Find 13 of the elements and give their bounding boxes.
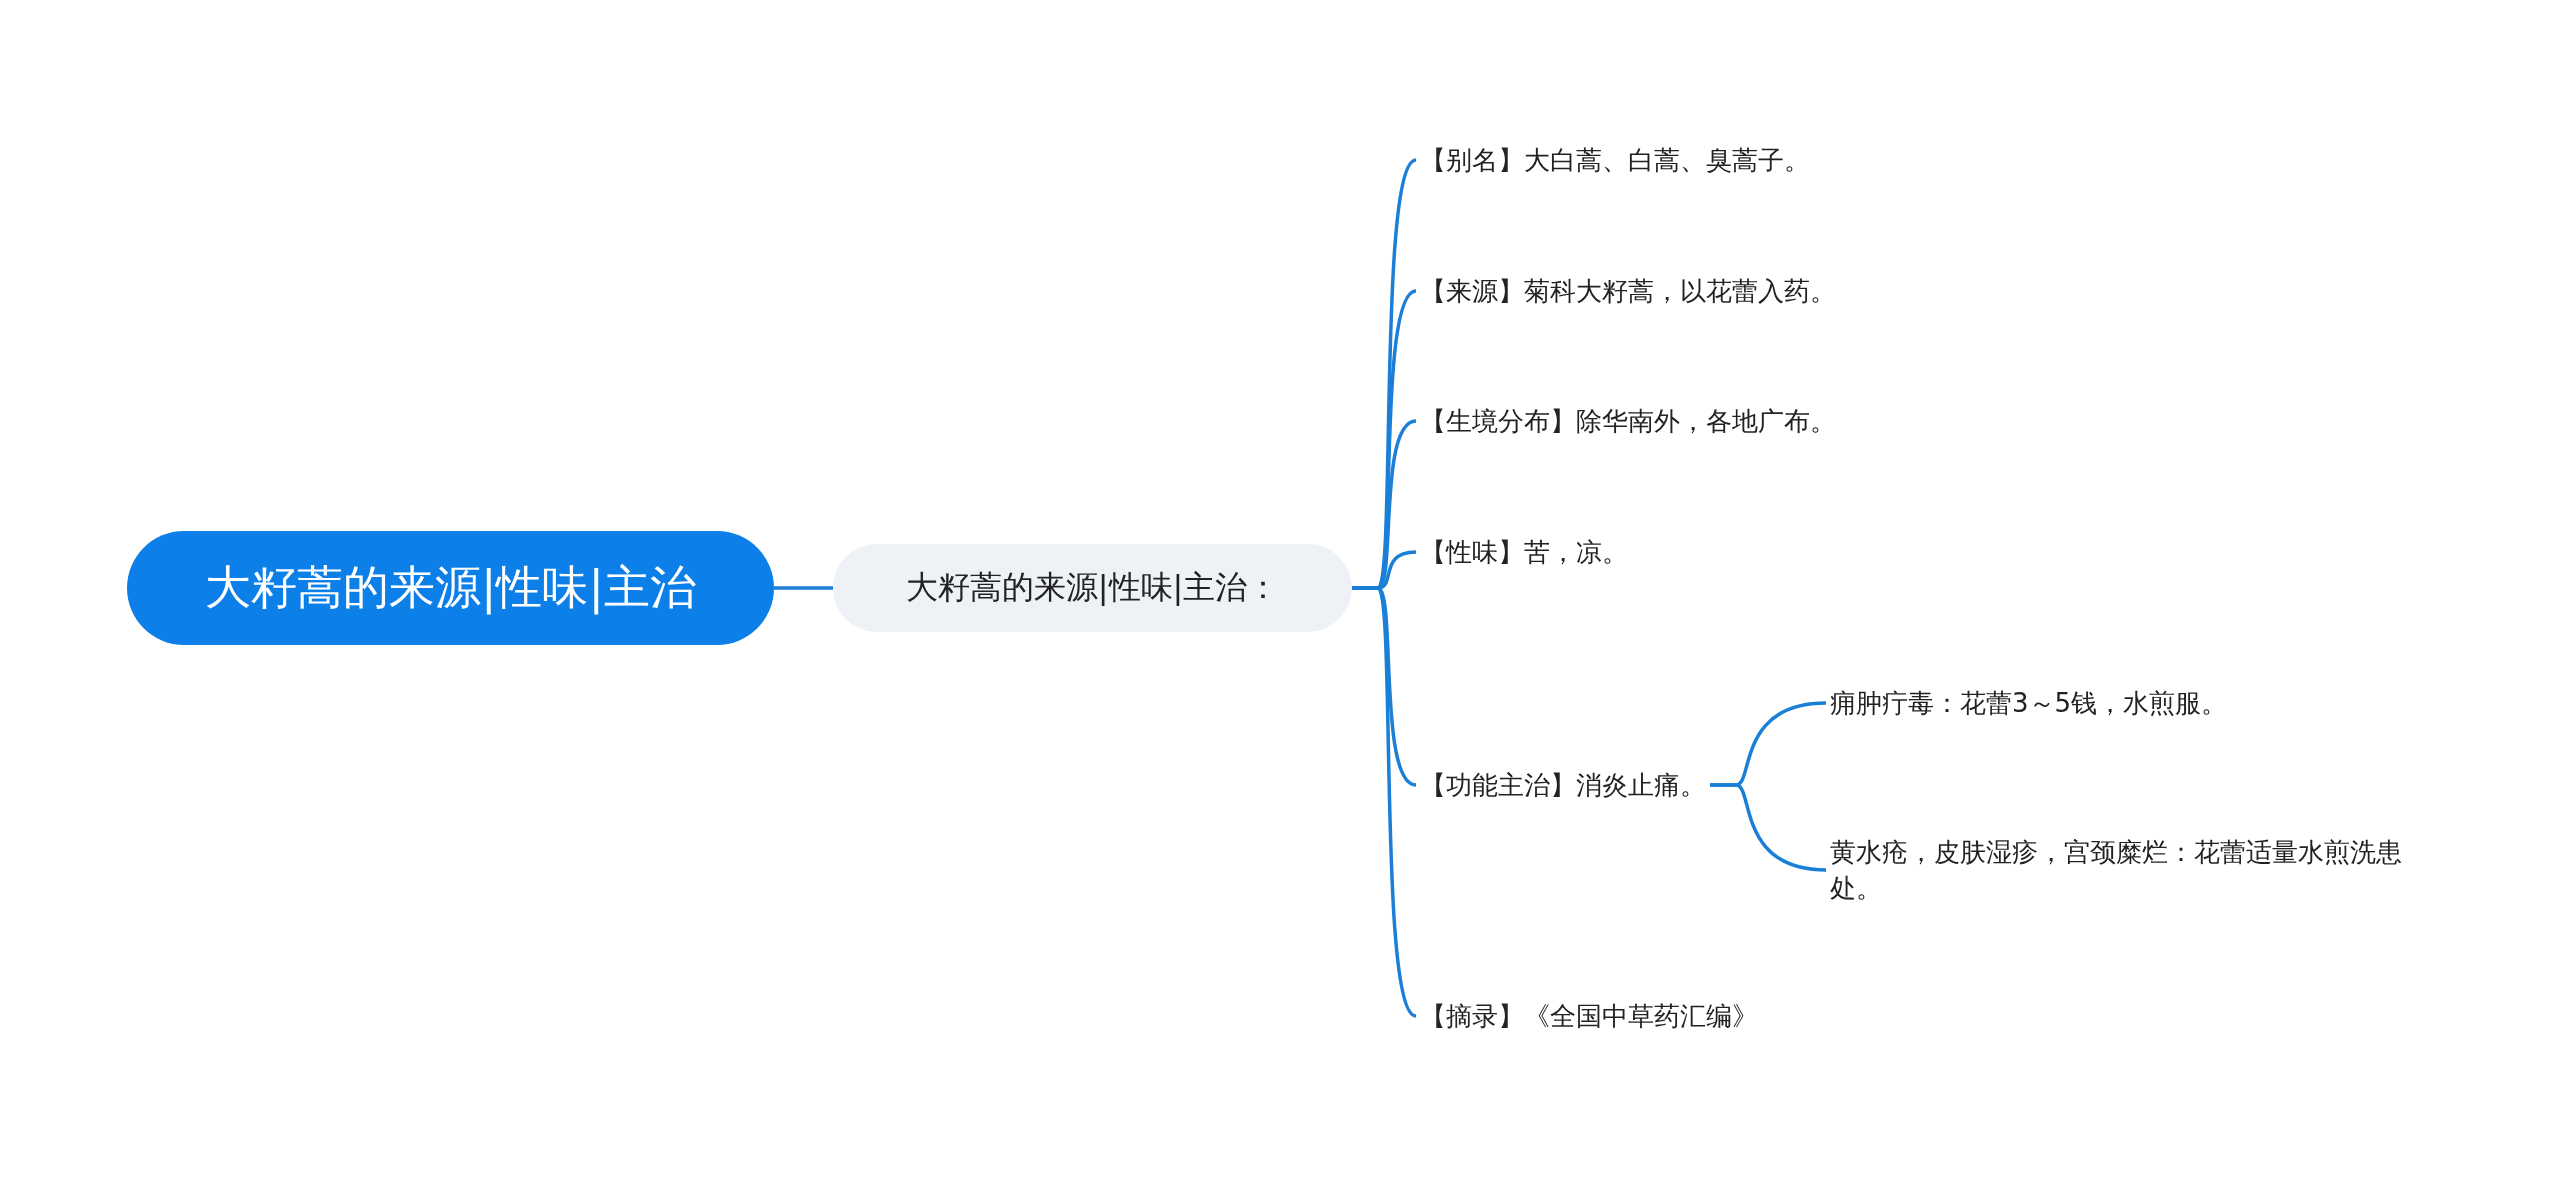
- branch-text: 痈肿疔毒：花蕾3～5钱，水煎服。: [1826, 683, 2446, 723]
- connector: [774, 586, 833, 590]
- connector: [1352, 586, 1418, 1018]
- subtopic-box: 大籽蒿的来源|性味|主治：: [833, 544, 1352, 632]
- connector: [1710, 783, 1827, 872]
- branch-text: 【生境分布】除华南外，各地广布。: [1416, 401, 1840, 441]
- branch-text: 【摘录】《全国中草药汇编》: [1416, 996, 1762, 1036]
- branch-text: 黄水疮，皮肤湿疹，宫颈糜烂：花蕾适量水煎洗患处。: [1826, 832, 2446, 908]
- topic-box: 大籽蒿的来源|性味|主治: [127, 531, 774, 645]
- branch-text: 【性味】苦，凉。: [1416, 532, 1632, 572]
- branch-text: 【来源】菊科大籽蒿，以花蕾入药。: [1416, 271, 1840, 311]
- branch-text: 【别名】大白蒿、白蒿、臭蒿子。: [1416, 140, 1814, 180]
- branch-text: 【功能主治】消炎止痛。: [1416, 765, 1710, 805]
